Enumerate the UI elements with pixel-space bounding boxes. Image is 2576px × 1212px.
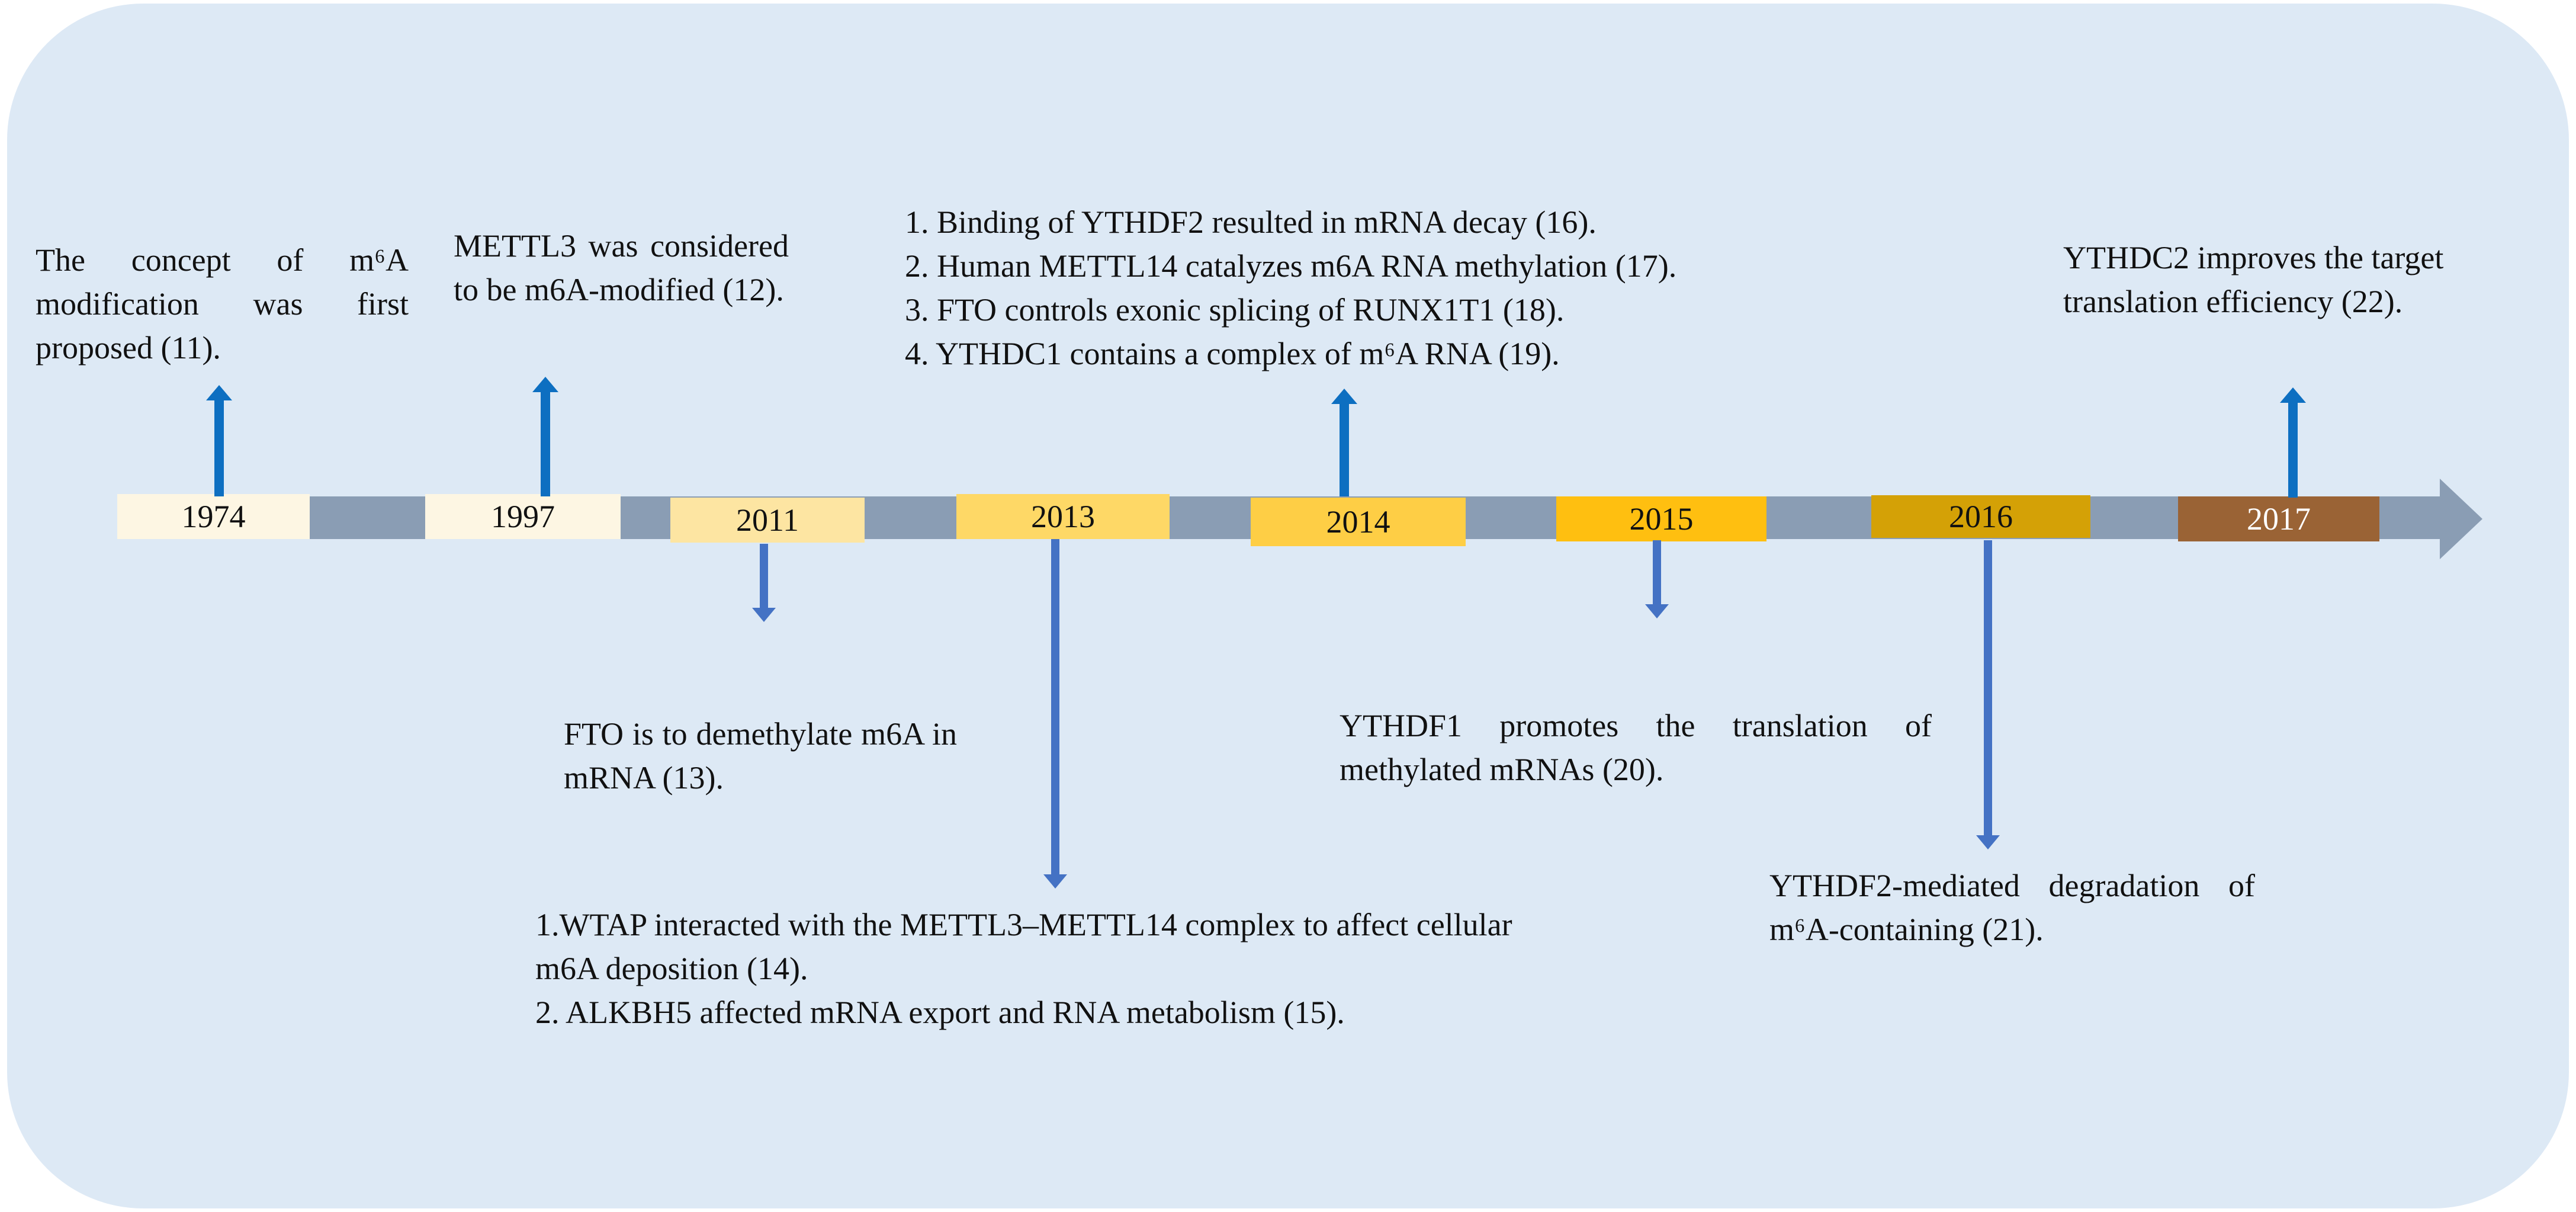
- note-1974: The concept of m⁶A modification was firs…: [36, 242, 409, 365]
- note-2014: 1. Binding of YTHDF2 resulted in mRNA de…: [905, 200, 1829, 376]
- year-2011: 2011: [670, 498, 865, 543]
- note-2014-item: 3. FTO controls exonic splicing of RUNX1…: [905, 292, 1565, 328]
- year-2015: 2015: [1556, 496, 1766, 541]
- year-1974: 1974: [117, 494, 310, 539]
- arrowhead-icon: [206, 385, 232, 400]
- year-2014: 2014: [1251, 498, 1466, 546]
- arrowhead-icon: [1645, 604, 1669, 618]
- note-1997: METTL3 was considered to be m6A-modified…: [454, 228, 789, 307]
- timeline-arrowhead: [2440, 479, 2482, 559]
- arrowhead-icon: [1043, 874, 1067, 889]
- note-2014-item: 4. YTHDC1 contains a complex of m⁶A RNA …: [905, 336, 1560, 371]
- note-2011: FTO is to demethylate m6A in mRNA (13).: [564, 716, 957, 796]
- note-2013-item: 2. ALKBH5 affected mRNA export and RNA m…: [535, 995, 1345, 1030]
- arrowhead-icon: [2280, 387, 2306, 403]
- note-2014-item: 2. Human METTL14 catalyzes m6A RNA methy…: [905, 248, 1677, 284]
- note-2016: YTHDF2-mediated degradation of m⁶A-conta…: [1769, 868, 2255, 947]
- background-panel: [7, 4, 2569, 1208]
- arrowhead-icon: [1976, 835, 2000, 849]
- note-2014-item: 1. Binding of YTHDF2 resulted in mRNA de…: [905, 204, 1597, 240]
- year-2016: 2016: [1871, 495, 2090, 538]
- year-1997: 1997: [425, 494, 621, 539]
- note-2015: YTHDF1 promotes the translation of methy…: [1340, 708, 1932, 787]
- note-2013-item: 1.WTAP interacted with the METTL3–METTL1…: [535, 907, 1512, 986]
- arrowhead-icon: [752, 608, 776, 622]
- note-2013: 1.WTAP interacted with the METTL3–METTL1…: [535, 903, 1566, 1034]
- year-2013: 2013: [956, 494, 1170, 539]
- note-2017: YTHDC2 improves the target translation e…: [2063, 240, 2444, 319]
- arrowhead-icon: [1331, 389, 1357, 404]
- year-2017: 2017: [2178, 496, 2379, 541]
- arrowhead-icon: [532, 377, 558, 392]
